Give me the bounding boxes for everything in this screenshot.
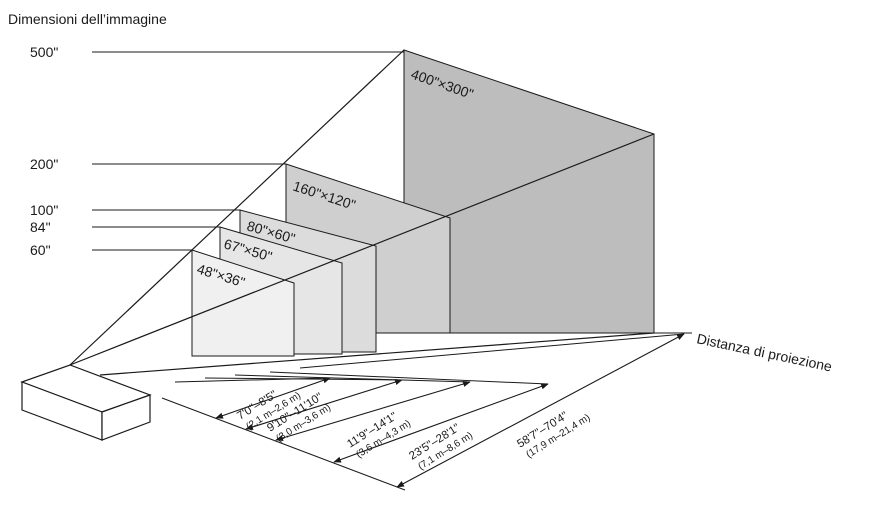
size-label-500: 500" <box>30 44 58 60</box>
projection-distance-label: Distanza di proiezione <box>695 330 833 374</box>
screen-60 <box>191 249 295 357</box>
beam-upper-right-line <box>69 133 655 366</box>
distance-label-100: 11'9"–14'1" (3,6 m–4,3 m) <box>345 410 413 460</box>
size-label-60: 60" <box>30 242 51 258</box>
projector-side <box>101 394 151 441</box>
projection-screens <box>191 49 655 357</box>
distance-label-500: 58'7"–70'4" (17,9 m–21,4 m) <box>515 410 592 461</box>
size-label-100: 100" <box>30 202 58 218</box>
distance-arrow-500 <box>396 333 685 488</box>
beam-top-line <box>69 49 405 366</box>
distance-label-200: 23'5"–28'1" (7,1 m–8,6 m) <box>407 422 475 473</box>
distance-baseline <box>161 397 406 491</box>
projector <box>20 364 152 441</box>
size-label-84: 84" <box>30 219 51 235</box>
diagram-title: Dimensioni dell’immagine <box>8 11 167 27</box>
beam-bottom-line <box>99 332 655 376</box>
size-label-200: 200" <box>30 156 58 172</box>
distance-dimensions <box>161 333 685 491</box>
